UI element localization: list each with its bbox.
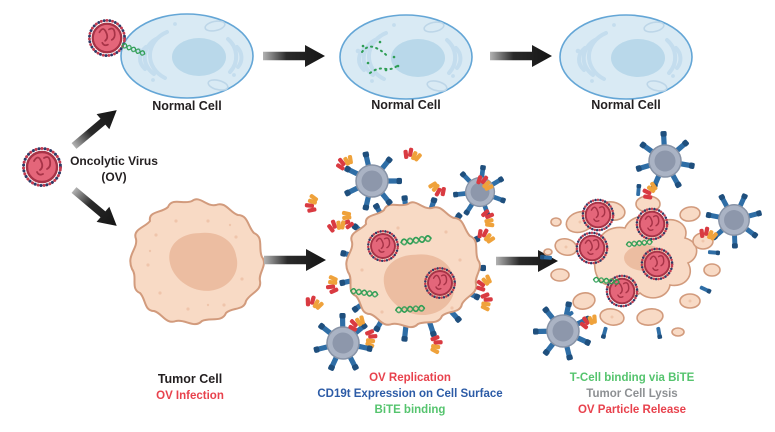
normal-cell-1 — [85, 12, 255, 100]
stage3-line2: Tumor Cell Lysis — [586, 388, 677, 400]
normal-cell-1-label: Normal Cell — [152, 99, 221, 113]
stage2-line2: CD19t Expression on Cell Surface — [317, 388, 502, 400]
tumor-cell-icon — [129, 198, 265, 326]
infected-tumor-cell-icon — [325, 178, 499, 355]
normal-cell-2 — [338, 13, 474, 101]
stage1-line1: Tumor Cell — [158, 372, 222, 386]
arrow-top-1 — [263, 45, 325, 67]
stage1-line2: OV Infection — [156, 390, 224, 402]
arrow-to-normal-cell — [67, 102, 124, 154]
degraded-genome-dots — [361, 40, 400, 72]
stage2-line1: OV Replication — [369, 372, 451, 384]
normal-cell-3 — [558, 13, 694, 101]
normal-cell-3-label: Normal Cell — [591, 98, 660, 112]
ov-label-line2: (OV) — [101, 170, 126, 184]
normal-cell-2-label: Normal Cell — [371, 98, 440, 112]
arrow-to-tumor-cell — [67, 182, 124, 234]
stage3-line1: T-Cell binding via BiTE — [570, 372, 695, 384]
lysed-tumor-cell-icon — [539, 183, 721, 340]
stage3-line3: OV Particle Release — [578, 404, 686, 416]
oncolytic-virus-icon — [19, 144, 65, 190]
arrow-bottom-1 — [264, 249, 326, 271]
t-cell-icon — [632, 127, 700, 196]
stage2-line3: BiTE binding — [375, 404, 446, 416]
arrow-top-2 — [490, 45, 552, 67]
ov-label-line1: Oncolytic Virus — [70, 154, 158, 168]
